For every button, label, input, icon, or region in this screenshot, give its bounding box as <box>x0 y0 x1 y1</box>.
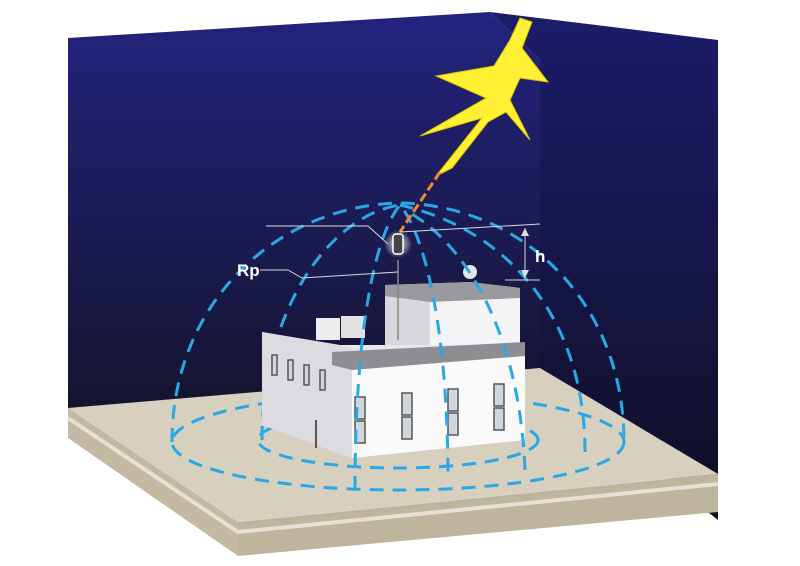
lightning-bolt-icon <box>419 17 550 177</box>
protection-zone-dome-right <box>399 203 587 453</box>
protection-zone-dome-back <box>170 201 626 443</box>
side-wall <box>490 12 718 520</box>
protection-zone-dome-inner-right <box>404 208 527 471</box>
building <box>262 260 525 458</box>
dimension-lines <box>260 223 541 281</box>
downward-leader <box>398 171 442 233</box>
air-terminal <box>392 233 404 255</box>
h-label: h <box>535 247 545 266</box>
rp-label: Rp <box>237 261 260 280</box>
protection-zone-dome-front <box>353 202 450 491</box>
windows <box>271 354 505 444</box>
